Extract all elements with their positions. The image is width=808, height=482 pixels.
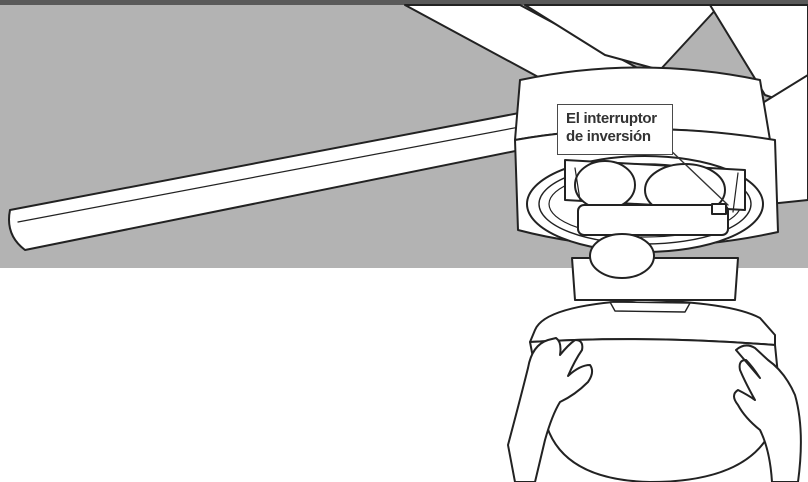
callout-line-1: El interruptor: [566, 110, 666, 128]
reversing-switch-callout-label: El interruptor de inversión: [557, 104, 673, 155]
callout-line-2: de inversión: [566, 128, 666, 146]
